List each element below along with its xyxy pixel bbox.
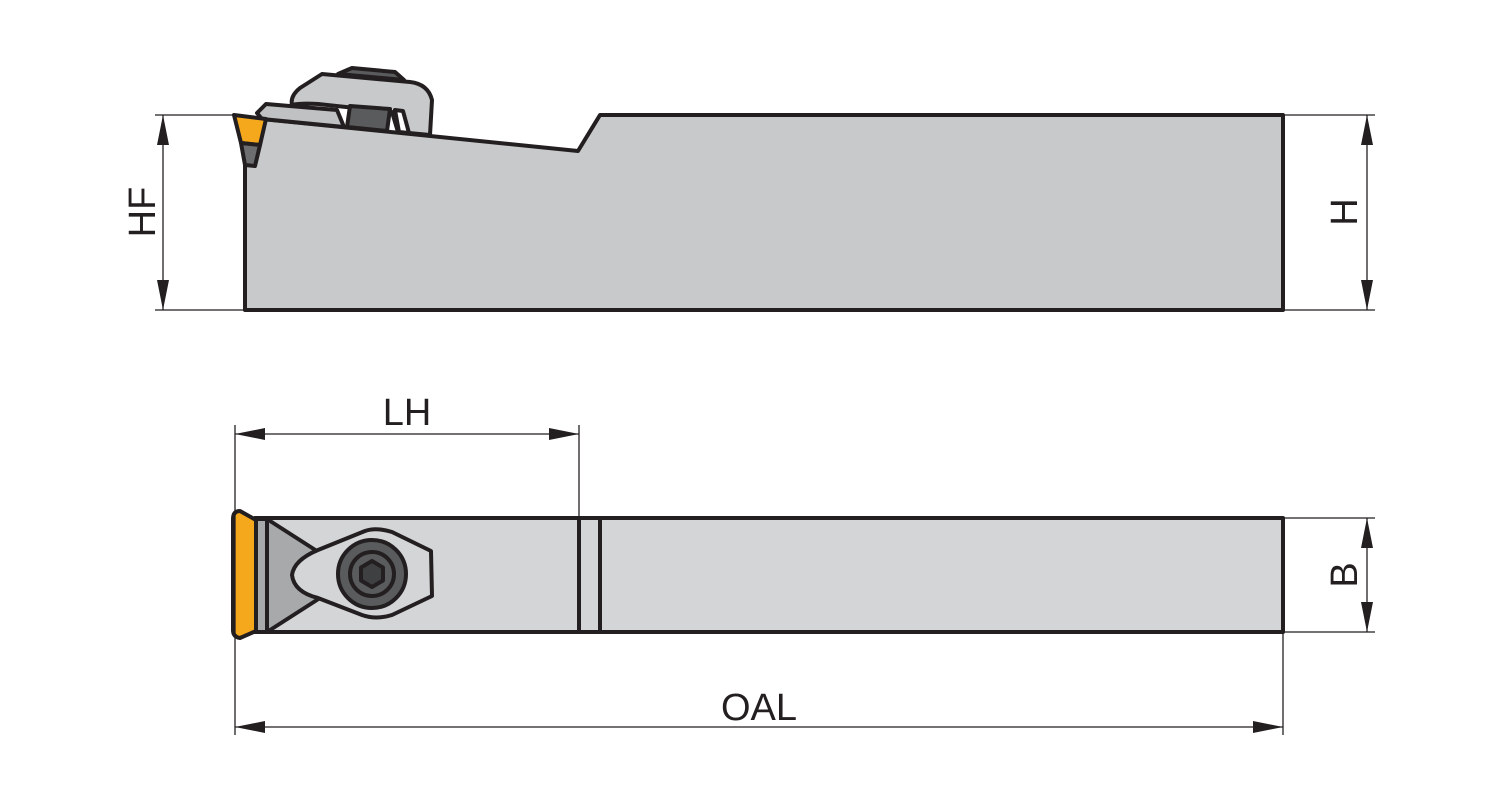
b-label: B bbox=[1324, 562, 1366, 587]
top-view: LH B OAL bbox=[231, 392, 1375, 735]
h-label: H bbox=[1324, 198, 1366, 225]
hf-label: HF bbox=[122, 187, 164, 238]
oal-label: OAL bbox=[721, 687, 797, 729]
clamp-block bbox=[345, 104, 392, 133]
side-view: HF H bbox=[122, 66, 1375, 312]
clamp-gap bbox=[393, 108, 411, 135]
cutting-insert-side bbox=[232, 113, 268, 147]
insert-seat-side bbox=[239, 141, 262, 168]
hex-socket-icon bbox=[359, 559, 385, 589]
lh-label: LH bbox=[383, 392, 432, 434]
holder-body-side bbox=[243, 113, 1285, 312]
cutting-insert-top bbox=[231, 509, 258, 640]
clamp-top-cap bbox=[336, 66, 406, 82]
